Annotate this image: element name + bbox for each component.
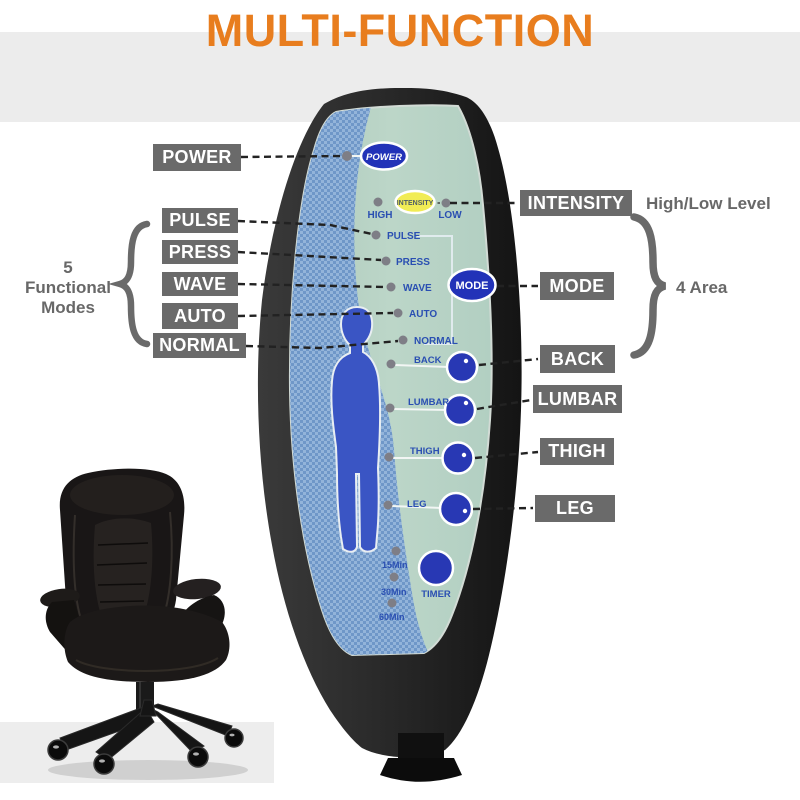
- callout-wave: WAVE: [162, 272, 238, 296]
- low-label: LOW: [438, 210, 462, 221]
- intensity-button: [394, 189, 436, 215]
- chair-bolster-left: [72, 514, 83, 623]
- callout-press: PRESS: [162, 240, 238, 264]
- normal-label: NORMAL: [414, 336, 458, 347]
- power-callout-line: [240, 154, 344, 159]
- area-buttons: [417, 350, 479, 587]
- area-connector-lines: [351, 155, 450, 509]
- pulse-label: PULSE: [387, 231, 421, 242]
- remote-control: POWER INTENSITY MODE HIGH LOW PULSE PRES…: [257, 88, 522, 782]
- callout-leg: LEG: [535, 495, 615, 522]
- chair-stitching: [96, 542, 149, 603]
- callout-lumbar: LUMBAR: [533, 385, 622, 413]
- area-group-note: 4 Area: [676, 278, 728, 297]
- intensity-note: High/Low Level: [646, 194, 771, 213]
- chair-back-panel: [93, 518, 153, 612]
- power-button-label: POWER: [366, 152, 402, 163]
- remote-connector-flare: [380, 758, 462, 782]
- human-body-silhouette: [330, 305, 382, 553]
- lumbar-callout-line: [476, 398, 532, 411]
- button-glints: [461, 358, 469, 514]
- right-curly-brace: [630, 213, 667, 359]
- modes-group-line3: Modes: [41, 298, 95, 317]
- chair-headrest: [70, 475, 174, 515]
- chair-armrest-right: [173, 578, 221, 600]
- chair-seat: [64, 605, 230, 682]
- back-area-label: BACK: [414, 355, 442, 366]
- remote-connector: [398, 733, 444, 761]
- leg-callout-line: [472, 506, 534, 511]
- mode-button-label: MODE: [456, 280, 489, 292]
- leg-button: [438, 491, 474, 527]
- lumbar-area-label: LUMBAR: [408, 397, 449, 408]
- wave-callout-line: [237, 282, 387, 289]
- callout-mode: MODE: [540, 272, 614, 300]
- modes-group-line2: Functional: [25, 278, 111, 297]
- pulse-callout-line: [237, 219, 373, 236]
- callout-power: POWER: [153, 144, 241, 171]
- auto-callout-line: [237, 311, 394, 318]
- back-callout-line: [478, 357, 539, 367]
- timer-label: TIMER: [421, 589, 451, 600]
- leg-area-label: LEG: [407, 499, 427, 510]
- wave-label: WAVE: [403, 283, 432, 294]
- power-button: [359, 141, 409, 171]
- press-callout-line: [237, 250, 382, 262]
- thigh-callout-line: [474, 450, 539, 460]
- office-chair-photo: [40, 468, 248, 780]
- chair-base-legs: [59, 699, 233, 761]
- normal-callout-line: [245, 339, 399, 350]
- back-button: [445, 350, 479, 384]
- thigh-area-label: THIGH: [410, 446, 440, 457]
- timer-30-label: 30Min: [381, 587, 407, 597]
- callout-normal: NORMAL: [153, 333, 246, 358]
- callout-back: BACK: [540, 345, 615, 373]
- auto-label: AUTO: [409, 309, 437, 320]
- callout-pulse: PULSE: [162, 208, 238, 233]
- modes-group-note: 5 Functional Modes: [8, 258, 128, 318]
- left-curly-brace: [108, 220, 151, 348]
- callout-intensity: INTENSITY: [520, 190, 632, 216]
- press-label: PRESS: [396, 257, 430, 268]
- timer-button: [417, 549, 455, 587]
- callout-lines: [237, 154, 539, 511]
- callout-thigh: THIGH: [540, 438, 614, 465]
- timer-15-label: 15Min: [382, 560, 408, 570]
- mode-button: [447, 267, 497, 303]
- timer-60-label: 60Min: [379, 612, 405, 622]
- chair-casters: [47, 728, 244, 775]
- high-label: HIGH: [368, 210, 393, 221]
- chair-seat-highlight: [75, 657, 219, 672]
- callout-auto: AUTO: [162, 303, 238, 329]
- thigh-button: [441, 441, 475, 475]
- page-title: MULTI-FUNCTION: [205, 5, 595, 56]
- modes-group-line1: 5: [63, 258, 73, 277]
- indicator-dots: [342, 151, 495, 608]
- intensity-button-label: INTENSITY: [397, 200, 434, 207]
